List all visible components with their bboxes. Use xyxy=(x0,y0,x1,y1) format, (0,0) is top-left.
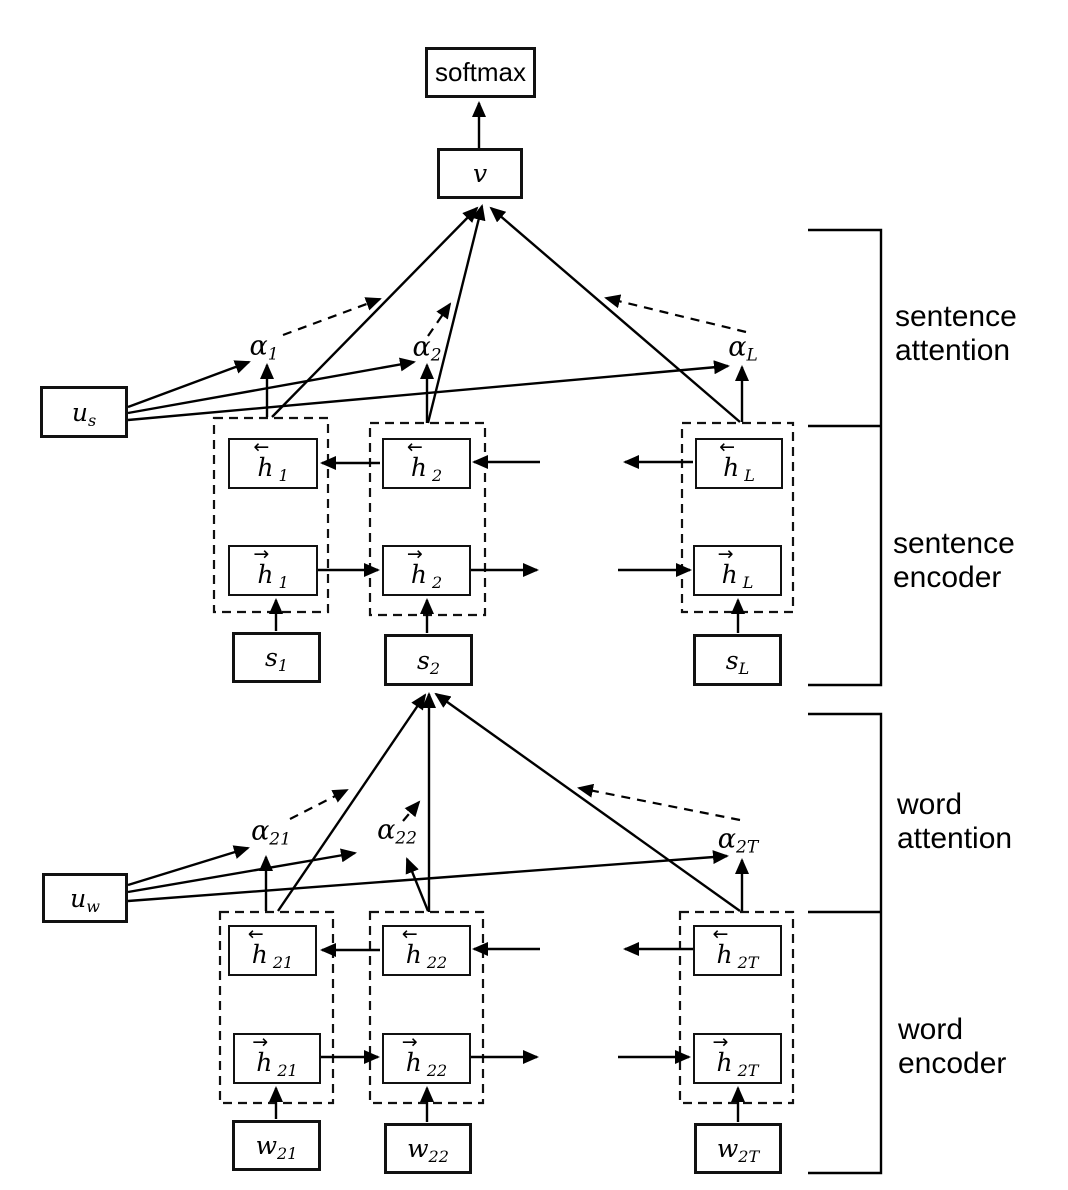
sentence-input-s1-box: s1 xyxy=(232,632,321,683)
sentence-attention-label: sentence attention xyxy=(895,300,1017,367)
word-attention-label: word attention xyxy=(897,788,1013,855)
left-arrow-icon: ← xyxy=(406,436,423,458)
sentence-context-vector-label: us xyxy=(71,397,97,430)
word-alpha-21-label: α21 xyxy=(251,815,291,850)
left-arrow-icon: ← xyxy=(247,923,264,945)
sentence-encoder-label: sentence encoder xyxy=(893,527,1015,594)
right-arrow-icon: → xyxy=(253,543,269,565)
word-context-vector-label: uw xyxy=(70,883,100,916)
word-encoder-label: word encoder xyxy=(898,1013,1007,1080)
word-input-w21-box: w21 xyxy=(232,1120,321,1171)
sentence-context-vector-box: us xyxy=(40,386,128,438)
left-arrow-icon: ← xyxy=(719,436,735,458)
softmax-label: softmax xyxy=(434,57,527,87)
sentence-alpha-L-label: αL xyxy=(728,331,758,366)
document-vector-box: v xyxy=(437,148,523,199)
sentence-input-s2-box: s2 xyxy=(384,634,473,686)
word-alpha-22-label: α22 xyxy=(377,814,417,849)
right-arrow-icon: → xyxy=(401,1031,418,1053)
left-arrow-icon: ← xyxy=(253,436,269,458)
word-alpha-2T-label: α2T xyxy=(717,823,759,858)
right-arrow-icon: → xyxy=(406,543,423,565)
sentence-alpha-1-label: α1 xyxy=(249,330,279,365)
left-arrow-icon: ← xyxy=(401,923,418,945)
attention-weight-dashed-arrows xyxy=(282,294,747,822)
word-context-vector-box: uw xyxy=(42,873,128,923)
right-arrow-icon: → xyxy=(717,543,734,565)
softmax-box: softmax xyxy=(425,47,536,98)
section-brackets xyxy=(808,228,883,1175)
word-input-w22-box: w22 xyxy=(384,1123,472,1174)
document-vector-label: v xyxy=(472,159,488,188)
right-arrow-icon: → xyxy=(712,1031,729,1053)
right-arrow-icon: → xyxy=(252,1031,268,1053)
sentence-alpha-2-label: α2 xyxy=(412,331,442,366)
sentence-input-sL-box: sL xyxy=(693,634,782,686)
left-arrow-icon: ← xyxy=(712,923,729,945)
word-input-w2T-box: w2T xyxy=(694,1123,782,1174)
